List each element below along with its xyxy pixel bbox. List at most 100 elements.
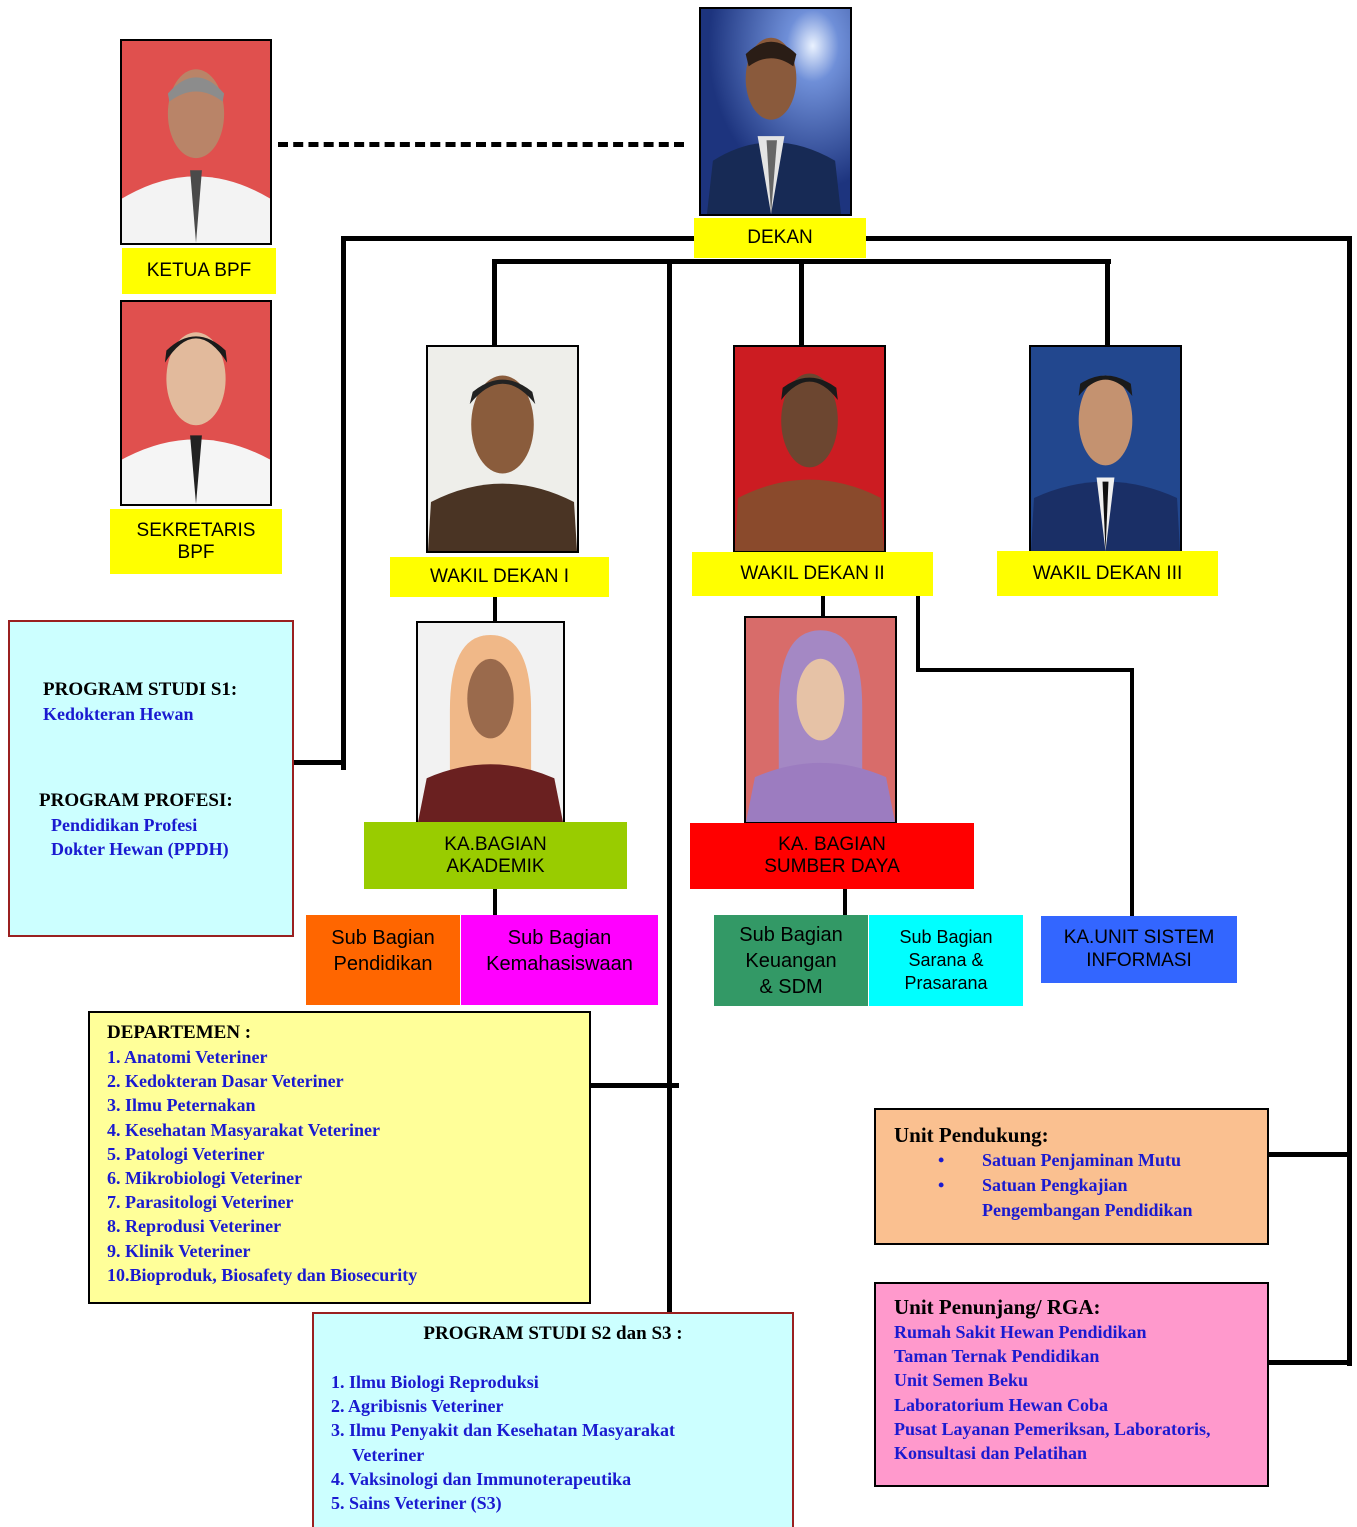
unit-penunjang-item: Taman Ternak Pendidikan: [894, 1346, 1100, 1367]
departemen-item: 8. Reprodusi Veteriner: [107, 1216, 282, 1237]
label-ketua-bpf: KETUA BPF: [122, 248, 276, 294]
line-v-wd1-down: [493, 596, 497, 622]
program-profesi-item-1: Pendidikan Profesi: [51, 815, 198, 835]
line-h-s1: [293, 760, 346, 765]
departemen-item: 7. Parasitologi Veteriner: [107, 1192, 294, 1213]
label-wakil-dekan-1: WAKIL DEKAN I: [390, 557, 609, 597]
program-s2-s3-heading: PROGRAM STUDI S2 dan S3 :: [423, 1323, 683, 1344]
sub-bagian-sarana-line3: Prasarana: [904, 973, 988, 993]
label-sekretaris-bpf-line1: SEKRETARIS: [136, 519, 256, 541]
label-wakil-dekan-3-text: WAKIL DEKAN III: [1032, 562, 1183, 584]
sub-bagian-keuangan-line1: Sub Bagian: [739, 923, 843, 946]
program-s2-s3-item: 1. Ilmu Biologi Reproduksi: [331, 1372, 539, 1392]
ka-unit-sistem-informasi-line1: KA.UNIT SISTEM: [1063, 927, 1215, 948]
box-program-studi-s1: PROGRAM STUDI S1: Kedokteran Hewan PROGR…: [8, 620, 294, 937]
line-v-right: [1347, 236, 1352, 1366]
line-v-sumberdaya-down: [843, 889, 847, 916]
ka-bagian-akademik-line1: KA.BAGIAN: [444, 833, 547, 855]
label-sekretaris-bpf-line2: BPF: [177, 541, 215, 563]
line-v-wd2-si: [916, 595, 920, 671]
label-wakil-dekan-3: WAKIL DEKAN III: [997, 551, 1218, 596]
box-program-studi-s2-s3: PROGRAM STUDI S2 dan S3 : 1. Ilmu Biolog…: [312, 1312, 794, 1527]
label-dekan-text: DEKAN: [747, 227, 813, 248]
label-sekretaris-bpf: SEKRETARIS BPF: [110, 509, 282, 574]
label-ketua-bpf-text: KETUA BPF: [146, 260, 252, 281]
unit-pendukung-item: Satuan Pengkajian: [894, 1173, 1267, 1198]
program-s2-s3-item: 4. Vaksinologi dan Immunoterapeutika: [331, 1468, 632, 1489]
box-departemen: DEPARTEMEN : 1. Anatomi Veteriner 2. Ked…: [88, 1011, 591, 1304]
line-v-wakil-1: [492, 259, 497, 347]
line-h-penunjang: [1268, 1360, 1352, 1365]
ka-unit-sistem-informasi-line2: INFORMASI: [1086, 950, 1192, 971]
line-v-akademik-down: [493, 888, 497, 916]
sub-bagian-kemahasiswaan-line1: Sub Bagian: [507, 927, 612, 949]
photo-dekan: [699, 7, 852, 216]
departemen-item: 3. Ilmu Peternakan: [107, 1095, 256, 1116]
sub-bagian-sarana-line1: Sub Bagian: [899, 927, 993, 947]
photo-ka-bagian-akademik: [416, 621, 565, 824]
spacer: [331, 1346, 792, 1370]
box-ka-bagian-akademik: KA.BAGIAN AKADEMIK: [364, 822, 627, 889]
unit-penunjang-heading: Unit Penunjang/ RGA:: [894, 1295, 1101, 1319]
line-v-wakil-2: [799, 259, 804, 347]
photo-sekretaris-bpf: [120, 300, 272, 506]
line-v-si: [1130, 668, 1134, 917]
photo-ketua-bpf: [120, 39, 272, 245]
line-v-wakil-3: [1105, 259, 1110, 347]
departemen-item: 2. Kedokteran Dasar Veteriner: [107, 1071, 344, 1092]
unit-penunjang-item: Unit Semen Beku: [894, 1370, 1029, 1391]
program-s1-item: Kedokteran Hewan: [43, 704, 194, 724]
departemen-item: 5. Patologi Veteriner: [107, 1143, 265, 1164]
ka-bagian-akademik-line2: AKADEMIK: [446, 855, 545, 877]
sub-bagian-pendidikan-line2: Pendidikan: [333, 953, 433, 975]
line-h-pendukung: [1268, 1152, 1352, 1157]
sub-bagian-pendidikan-line1: Sub Bagian: [331, 927, 435, 949]
box-sub-bagian-pendidikan: Sub Bagian Pendidikan: [306, 915, 460, 1005]
line-v-wd2-down: [821, 596, 825, 617]
sub-bagian-sarana-line2: Sarana &: [908, 950, 984, 970]
photo-ka-bagian-sumber-daya: [744, 616, 897, 824]
box-ka-bagian-sumber-daya: KA. BAGIAN SUMBER DAYA: [690, 823, 974, 889]
box-unit-pendukung: Unit Pendukung: Satuan Penjaminan Mutu S…: [874, 1108, 1269, 1245]
unit-pendukung-item-continued: Pengembangan Pendidikan: [982, 1200, 1193, 1220]
departemen-item: 4. Kesehatan Masyarakat Veteriner: [107, 1119, 380, 1140]
sub-bagian-kemahasiswaan-line2: Kemahasiswaan: [486, 953, 633, 975]
departemen-item: 6. Mikrobiologi Veteriner: [107, 1168, 303, 1189]
line-v-left: [341, 236, 346, 770]
photo-wakil-dekan-1: [426, 345, 579, 553]
ka-bagian-sumber-daya-line1: KA. BAGIAN: [778, 834, 886, 855]
box-unit-penunjang: Unit Penunjang/ RGA: Rumah Sakit Hewan P…: [874, 1282, 1269, 1487]
unit-penunjang-item: Rumah Sakit Hewan Pendidikan: [894, 1322, 1147, 1342]
unit-penunjang-item: Konsultasi dan Pelatihan: [894, 1443, 1088, 1464]
unit-pendukung-item: Satuan Penjaminan Mutu: [894, 1148, 1267, 1173]
label-wakil-dekan-2-text: WAKIL DEKAN II: [740, 563, 885, 584]
sub-bagian-keuangan-line3: & SDM: [759, 975, 823, 998]
box-sub-bagian-keuangan: Sub Bagian Keuangan & SDM: [714, 915, 868, 1006]
ka-bagian-sumber-daya-line2: SUMBER DAYA: [764, 856, 900, 877]
label-dekan: DEKAN: [694, 218, 866, 258]
departemen-item: 9. Klinik Veteriner: [107, 1240, 251, 1261]
unit-pendukung-list: Satuan Penjaminan Mutu Satuan Pengkajian: [894, 1148, 1267, 1198]
box-sub-bagian-kemahasiswaan: Sub Bagian Kemahasiswaan: [461, 915, 658, 1005]
photo-wakil-dekan-3: [1029, 345, 1182, 553]
unit-penunjang-item: Pusat Layanan Pemeriksan, Laboratoris,: [894, 1418, 1211, 1439]
line-h-wd2-si: [916, 668, 1134, 672]
unit-pendukung-heading: Unit Pendukung:: [894, 1123, 1049, 1147]
label-wakil-dekan-1-text: WAKIL DEKAN I: [429, 566, 569, 587]
label-wakil-dekan-2: WAKIL DEKAN II: [692, 552, 933, 596]
program-s2-s3-item: 2. Agribisnis Veteriner: [331, 1396, 504, 1417]
box-sub-bagian-sarana: Sub Bagian Sarana & Prasarana: [869, 915, 1023, 1006]
box-ka-unit-sistem-informasi: KA.UNIT SISTEM INFORMASI: [1041, 916, 1237, 983]
line-h-top-right: [866, 236, 1352, 241]
photo-wakil-dekan-2: [733, 345, 886, 553]
line-h-departemen: [591, 1083, 679, 1088]
program-profesi-heading: PROGRAM PROFESI:: [39, 790, 233, 811]
departemen-heading: DEPARTEMEN :: [107, 1022, 252, 1043]
sub-bagian-keuangan-line2: Keuangan: [745, 949, 837, 972]
unit-penunjang-item: Laboratorium Hewan Coba: [894, 1394, 1109, 1415]
departemen-item: 1. Anatomi Veteriner: [107, 1047, 268, 1067]
program-s2-s3-item: Veteriner: [352, 1444, 425, 1465]
dashed-connector: [278, 142, 684, 147]
program-s2-s3-item: 5. Sains Veteriner (S3): [331, 1493, 502, 1514]
line-h-top: [342, 236, 694, 241]
